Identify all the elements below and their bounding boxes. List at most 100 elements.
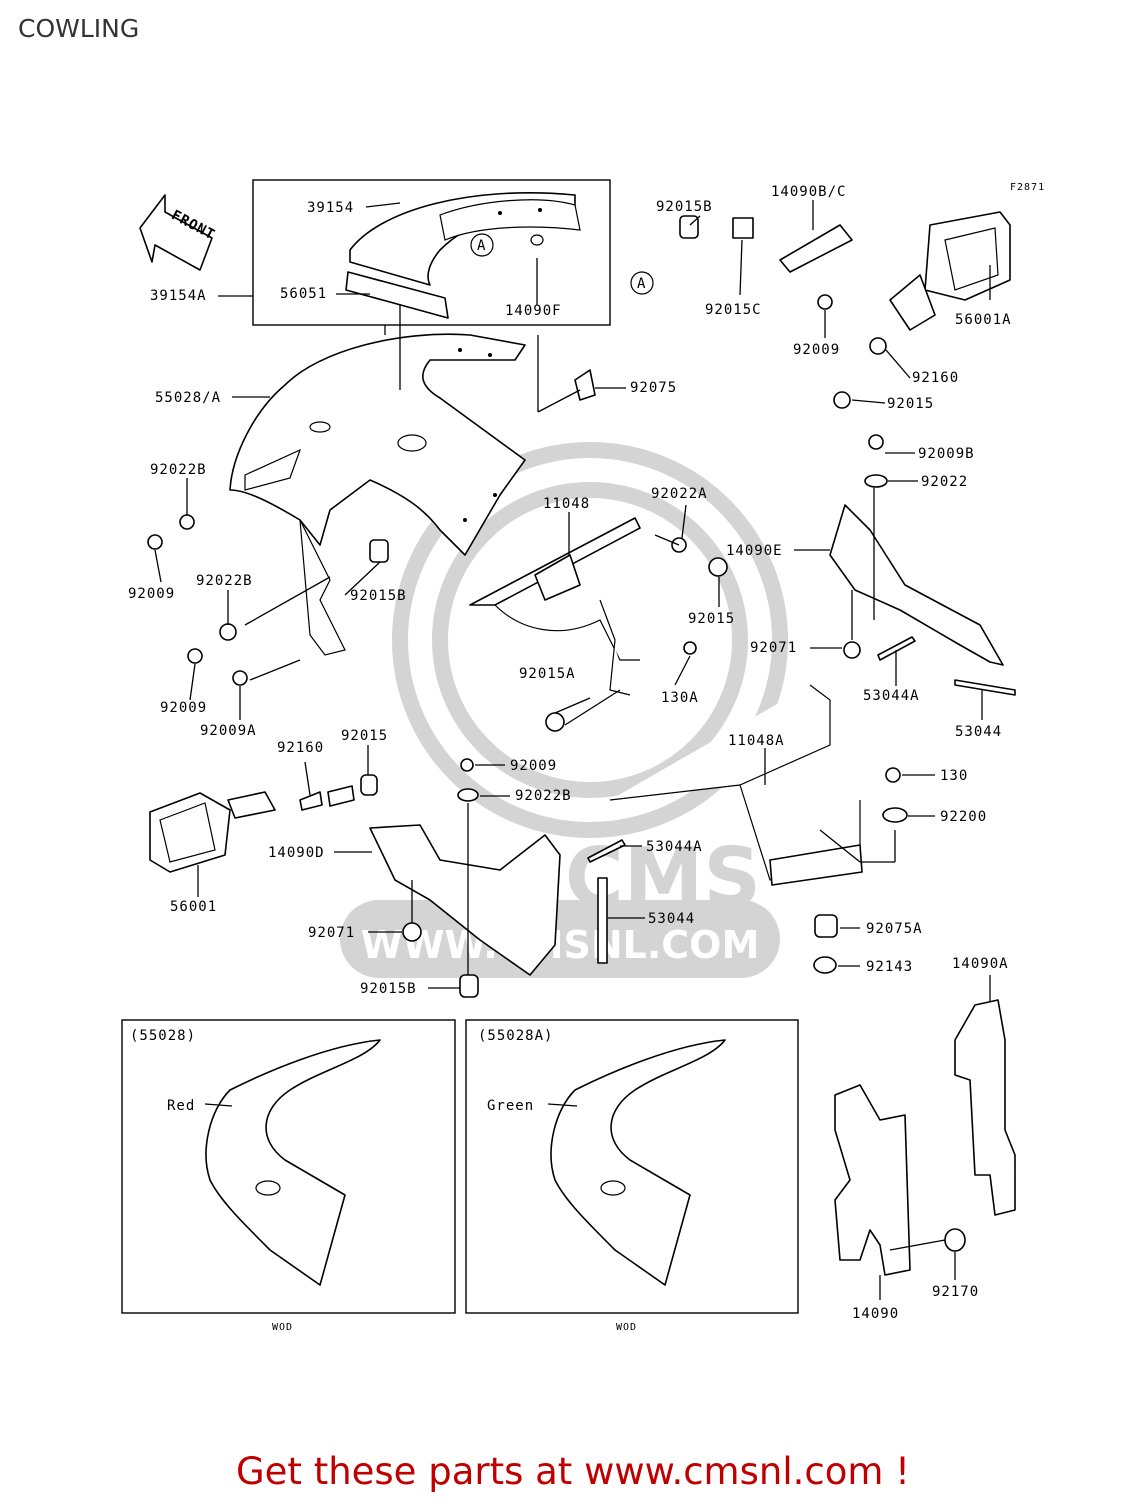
- label-130: 130: [940, 768, 968, 784]
- label-92071-right: 92071: [750, 640, 797, 656]
- watermark-inner-ring: [432, 482, 748, 798]
- inset-right-title: (55028A): [478, 1028, 553, 1044]
- screw-92009B: [868, 434, 884, 450]
- inner-cover-14090E: [829, 504, 1004, 666]
- label-14090A: 14090A: [952, 956, 1009, 972]
- label-92015B-left: 92015B: [350, 588, 407, 604]
- label-92009A: 92009A: [200, 723, 257, 739]
- label-14090F: 14090F: [505, 303, 562, 319]
- washer-92022B-left: [179, 514, 195, 530]
- inset-left-cowl: [205, 1039, 381, 1286]
- grommet-92143: [813, 956, 837, 974]
- label-53044-mid: 53044: [648, 911, 695, 927]
- nut-92015C: [732, 217, 754, 239]
- inset-right-footer: WOD: [616, 1322, 637, 1333]
- label-92160-left: 92160: [277, 740, 324, 756]
- label-92009-mid: 92009: [510, 758, 557, 774]
- screw-92009-left2: [187, 648, 203, 664]
- label-55028A: 55028/A: [155, 390, 221, 406]
- nut-92015A: [545, 712, 565, 732]
- label-92009-left2: 92009: [160, 700, 207, 716]
- label-92075A: 92075A: [866, 921, 923, 937]
- label-92022A: 92022A: [651, 486, 708, 502]
- inner-cover-14090D: [369, 824, 561, 976]
- nut-92015-mid: [708, 557, 728, 577]
- inset-right-color: Green: [487, 1098, 534, 1114]
- label-53044-right: 53044: [955, 724, 1002, 740]
- label-14090BC: 14090B/C: [771, 184, 846, 200]
- label-92015B-top: 92015B: [656, 199, 713, 215]
- bolt-130: [885, 767, 901, 783]
- screw-92009-left: [147, 534, 163, 550]
- washer-92022: [864, 474, 888, 488]
- label-56051: 56051: [280, 286, 327, 302]
- inset-left-box: [121, 1019, 456, 1314]
- plug-92170: [944, 1228, 966, 1252]
- watermark: CMS WWW.CMSNL.COM: [340, 442, 788, 978]
- label-92022: 92022: [921, 474, 968, 490]
- label-14090: 14090: [852, 1306, 899, 1322]
- label-92009B: 92009B: [918, 446, 975, 462]
- label-92075: 92075: [630, 380, 677, 396]
- inner-panel-14090A: [954, 999, 1016, 1216]
- label-39154A: 39154A: [150, 288, 207, 304]
- grommet-92071-mid: [402, 922, 422, 942]
- pin-53044A-right: [877, 636, 916, 661]
- label-92009-left: 92009: [128, 586, 175, 602]
- label-39154: 39154: [307, 200, 354, 216]
- stay-11048-arm: [494, 604, 640, 661]
- mirror-left-stem: [227, 791, 276, 819]
- upper-cowl-lower-edge: [299, 519, 346, 656]
- inset-right: (55028A) Green WOD: [465, 1019, 799, 1333]
- grommet-92071-right: [843, 641, 861, 659]
- promo-link[interactable]: Get these parts at www.cmsnl.com !: [235, 1450, 910, 1493]
- mirror-right-stem: [889, 274, 936, 331]
- damper-92075A: [814, 914, 838, 938]
- upper-cowl-shape: [229, 333, 526, 556]
- screw-92009A: [232, 670, 248, 686]
- inset-left: (55028) Red WOD: [121, 1019, 456, 1333]
- callout-circle-a2: [630, 271, 654, 295]
- stay-11048A-plate: [769, 844, 863, 886]
- upper-cowl-55028: [229, 333, 526, 656]
- watermark-banner: [340, 900, 780, 978]
- label-92022B-mid: 92022B: [515, 788, 572, 804]
- pin-53044-right: [954, 679, 1016, 696]
- page-title: COWLING: [18, 14, 140, 43]
- stay-11048A-arm: [609, 684, 831, 801]
- front-arrow-shape: [139, 194, 213, 271]
- nut-92015-left: [360, 774, 378, 796]
- label-92200: 92200: [940, 809, 987, 825]
- pin-53044A-mid: [587, 839, 626, 863]
- mirror-left-56001: [149, 791, 276, 873]
- mirror-left-glass: [159, 802, 216, 863]
- stay-11048-mount: [534, 554, 581, 601]
- windshield-group-box: [252, 179, 611, 326]
- fasteners: [147, 215, 1016, 1252]
- label-53044A-right: 53044A: [863, 688, 920, 704]
- windshield-inner: [439, 199, 581, 241]
- mirror-right-glass: [944, 227, 999, 291]
- label-92015C: 92015C: [705, 302, 762, 318]
- bracket-14090BC: [779, 224, 853, 273]
- label-92022B-left: 92022B: [150, 462, 207, 478]
- label-92143: 92143: [866, 959, 913, 975]
- leader-lines: [154, 200, 991, 1300]
- label-92015-left: 92015: [341, 728, 388, 744]
- inset-left-footer: WOD: [272, 1322, 293, 1333]
- stay-11048A: [609, 684, 863, 886]
- label-92170: 92170: [932, 1284, 979, 1300]
- washer-92022B-mid: [457, 788, 479, 802]
- label-92015-right: 92015: [887, 396, 934, 412]
- label-56001A: 56001A: [955, 312, 1012, 328]
- label-92071-mid: 92071: [308, 925, 355, 941]
- callout-a1: A: [477, 238, 486, 254]
- label-92015A: 92015A: [519, 666, 576, 682]
- grommet-92160-left: [299, 791, 323, 811]
- label-92015-mid: 92015: [688, 611, 735, 627]
- inset-left-title: (55028): [130, 1028, 196, 1044]
- upper-cowl-vent: [244, 448, 302, 491]
- collar-92015B-left: [369, 539, 389, 563]
- inner-panel-14090: [834, 1084, 911, 1276]
- label-14090D: 14090D: [268, 845, 325, 861]
